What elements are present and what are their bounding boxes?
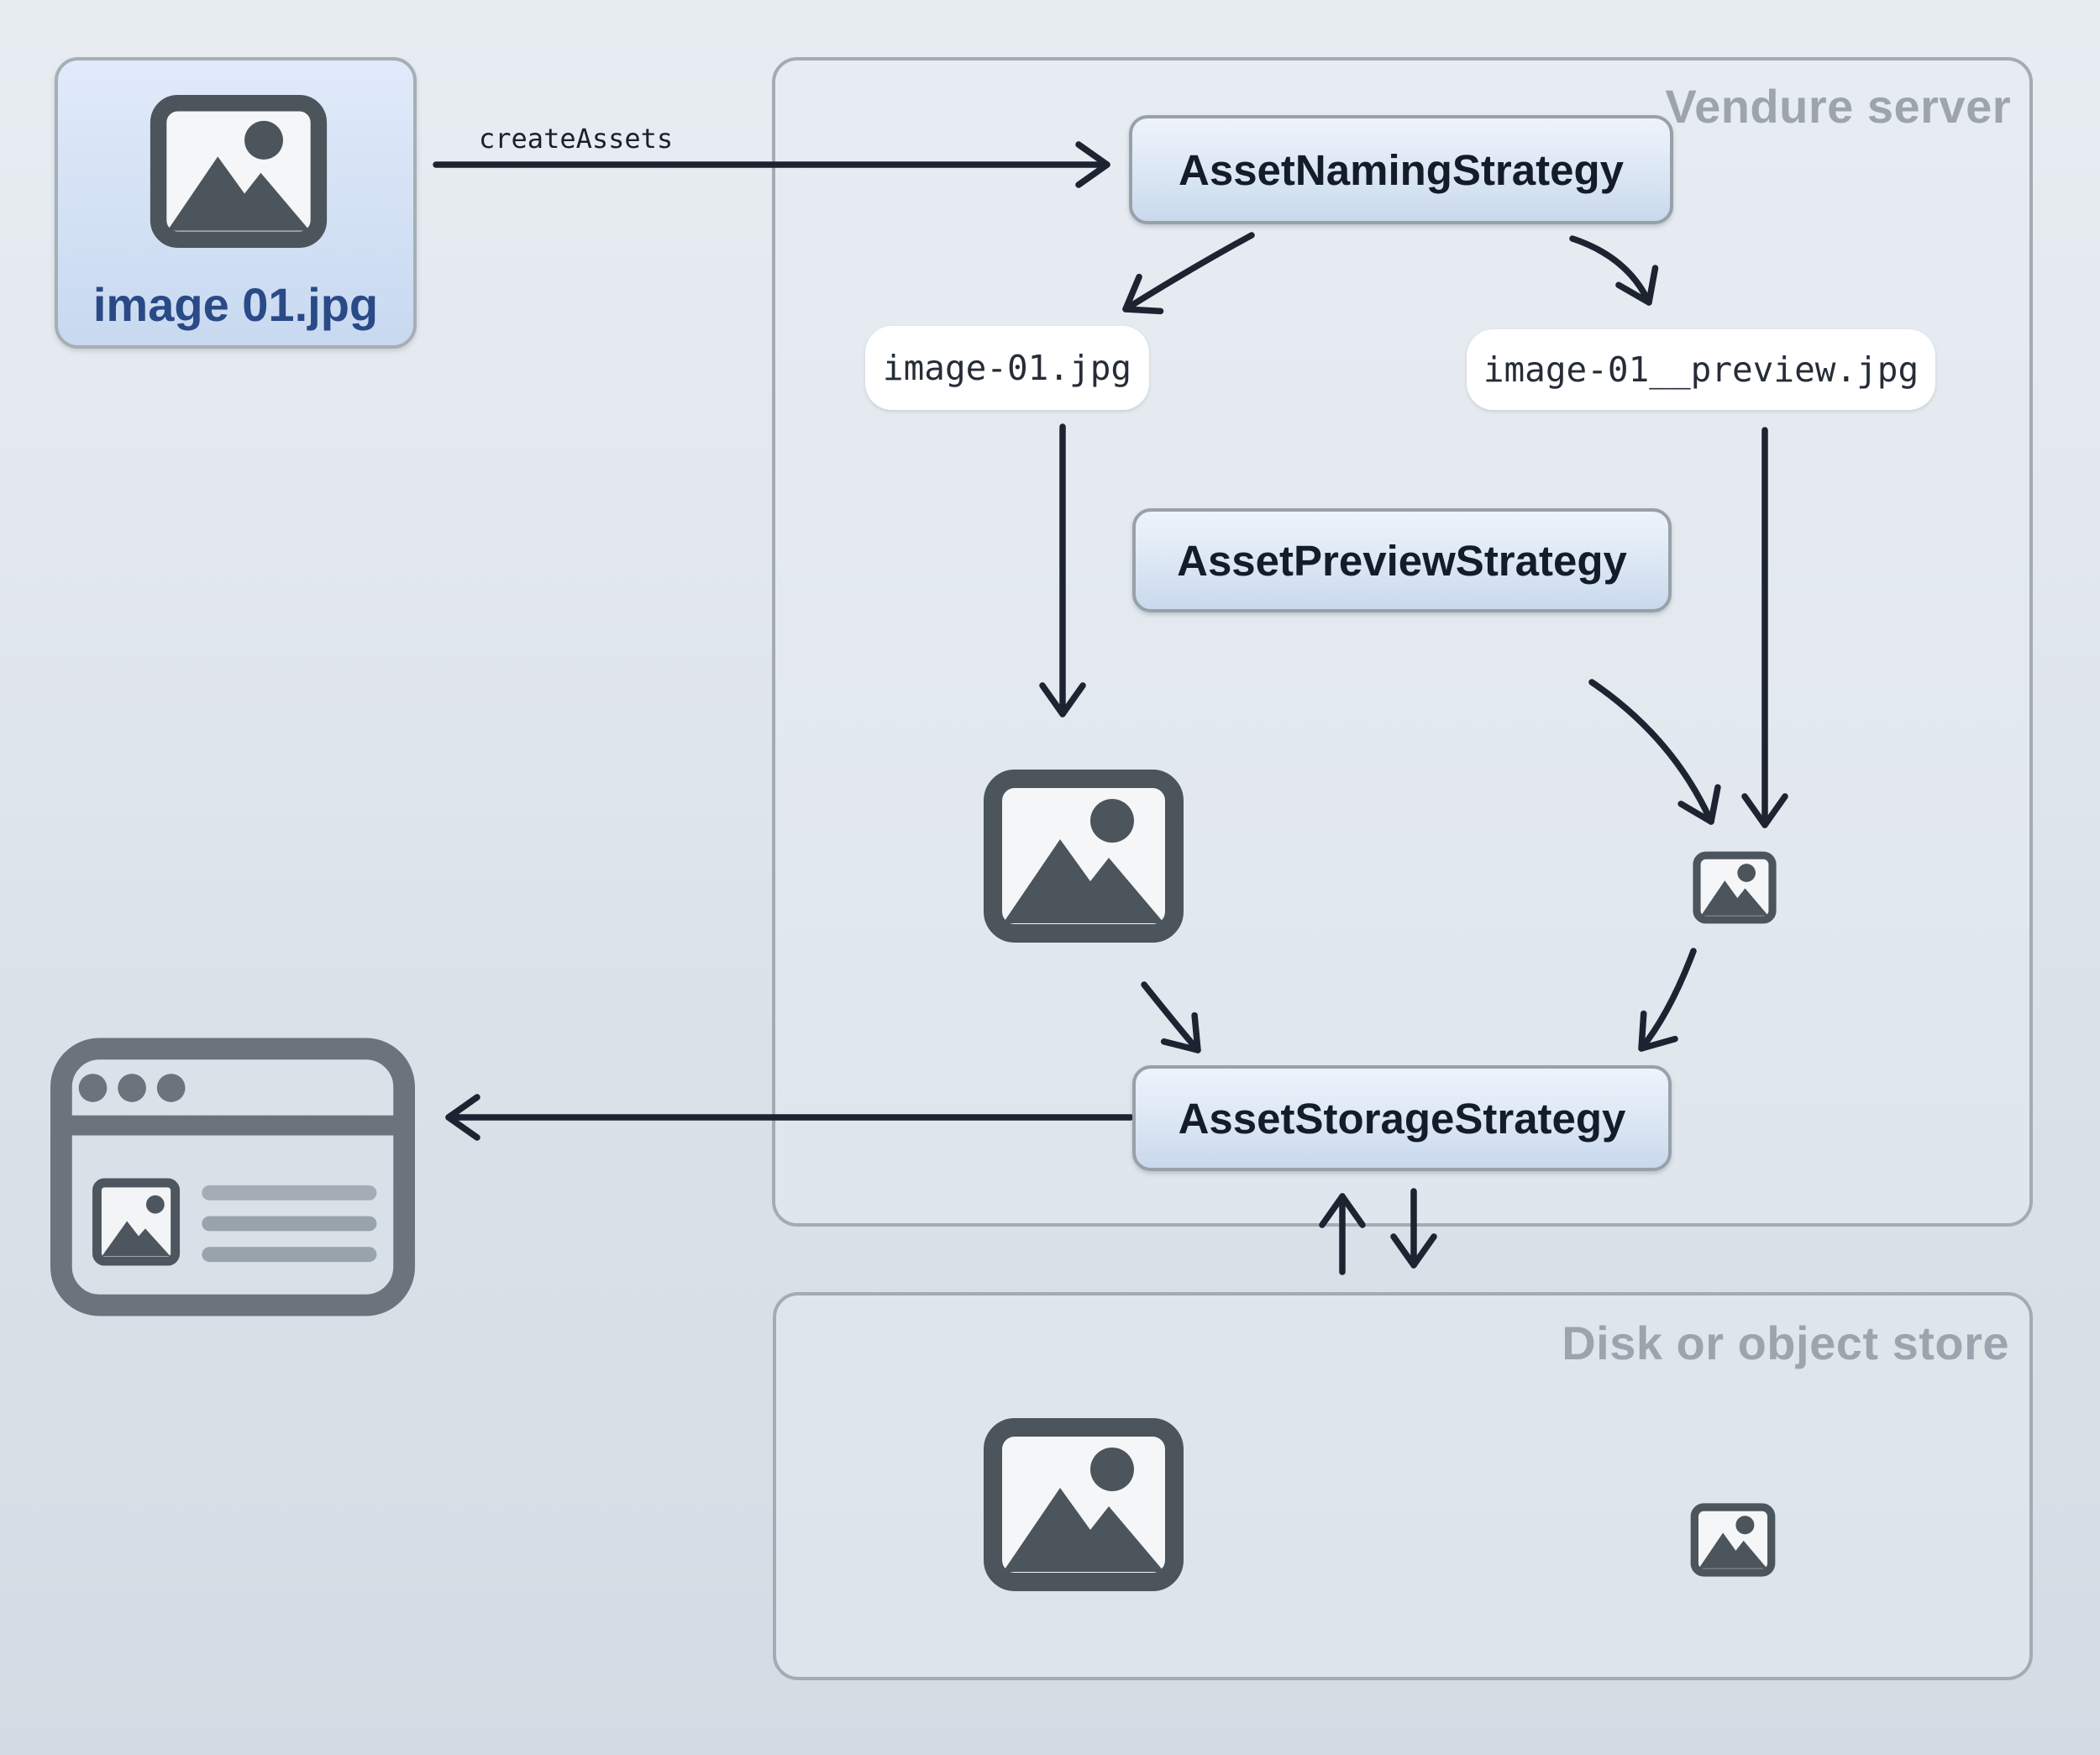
image-icon — [150, 94, 328, 249]
asset-preview-strategy-box: AssetPreviewStrategy — [1132, 508, 1672, 612]
vendure-server-container: Vendure server — [772, 57, 2033, 1227]
arrow-thumb-to-storage — [1638, 948, 1697, 1052]
image-icon — [983, 769, 1184, 943]
arrow-naming-to-source-name — [1122, 232, 1255, 315]
stored-image-icon — [983, 1417, 1184, 1592]
stored-preview-icon — [1690, 1503, 1776, 1577]
source-filename-pill: image-01.jpg — [865, 326, 1149, 410]
create-assets-label: createAssets — [479, 123, 674, 155]
browser-window-icon — [50, 1036, 416, 1318]
disk-store-container: Disk or object store — [773, 1292, 2033, 1680]
vendure-server-label: Vendure server — [1665, 80, 2011, 133]
arrow-image-to-storage — [1141, 981, 1201, 1054]
uploaded-file-card: image 01.jpg — [55, 57, 417, 349]
preview-filename-pill: image-01__preview.jpg — [1467, 329, 1935, 410]
arrow-naming-to-preview-name — [1569, 235, 1659, 306]
asset-storage-strategy-box: AssetStorageStrategy — [1132, 1065, 1672, 1171]
asset-naming-strategy-box: AssetNamingStrategy — [1129, 115, 1673, 224]
disk-store-label: Disk or object store — [1562, 1316, 2009, 1369]
uploaded-file-label: image 01.jpg — [92, 278, 379, 331]
arrow-preview-strategy-to-thumb — [1588, 679, 1721, 825]
image-preview-icon — [1693, 851, 1777, 924]
